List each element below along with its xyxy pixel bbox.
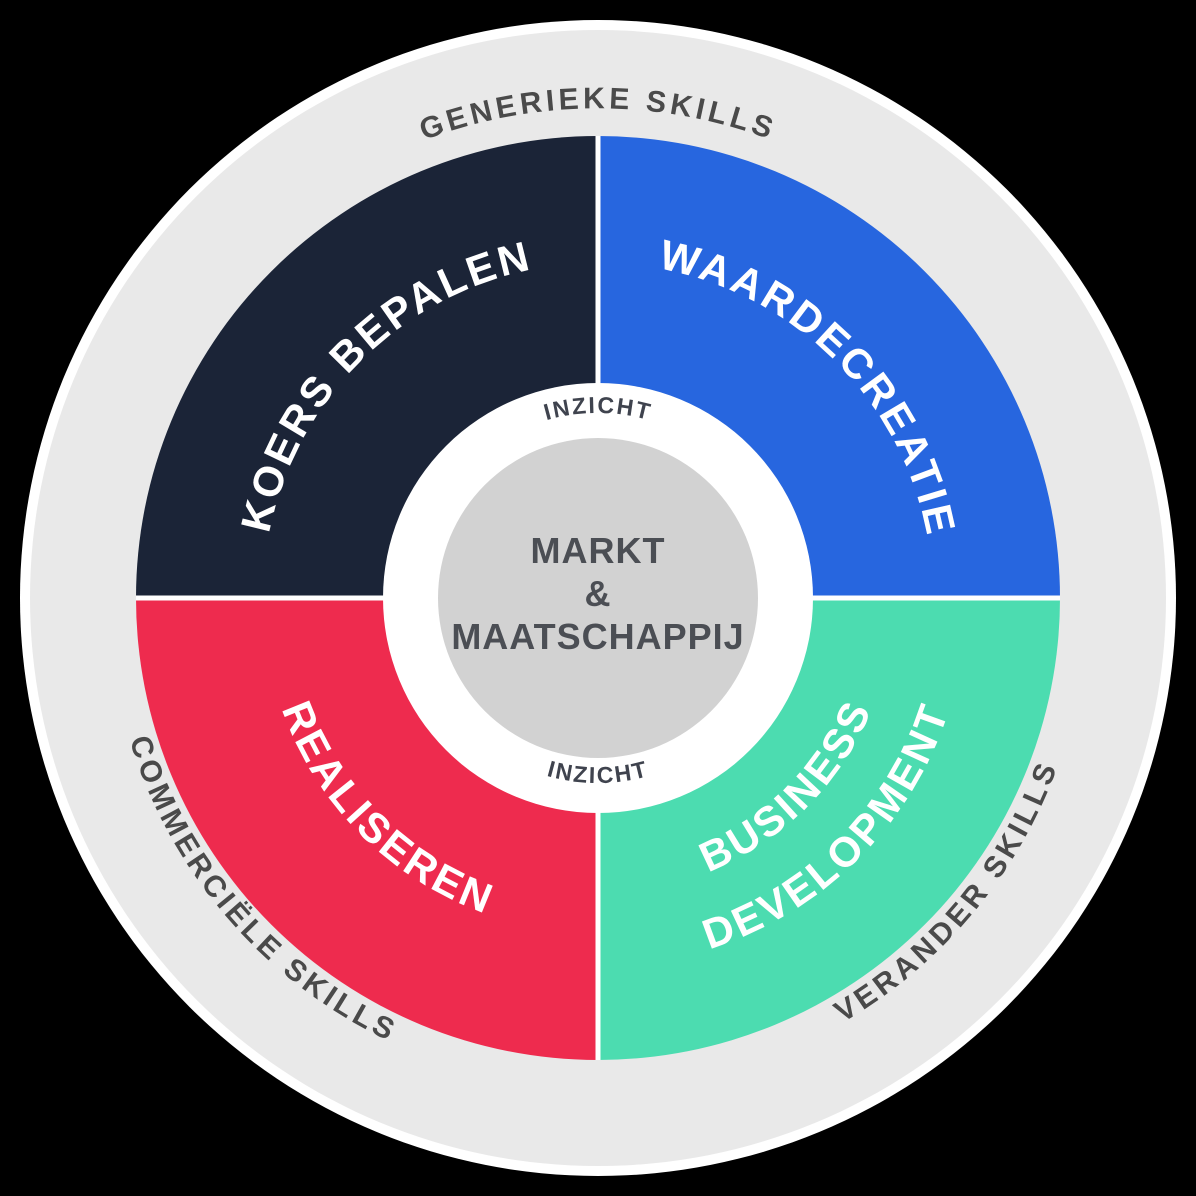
center-hub-circle — [438, 438, 758, 758]
center-text-ampersand: & — [585, 573, 612, 614]
center-text-maatschappij: MAATSCHAPPIJ — [451, 616, 744, 657]
center-text-markt: MARKT — [531, 530, 666, 571]
